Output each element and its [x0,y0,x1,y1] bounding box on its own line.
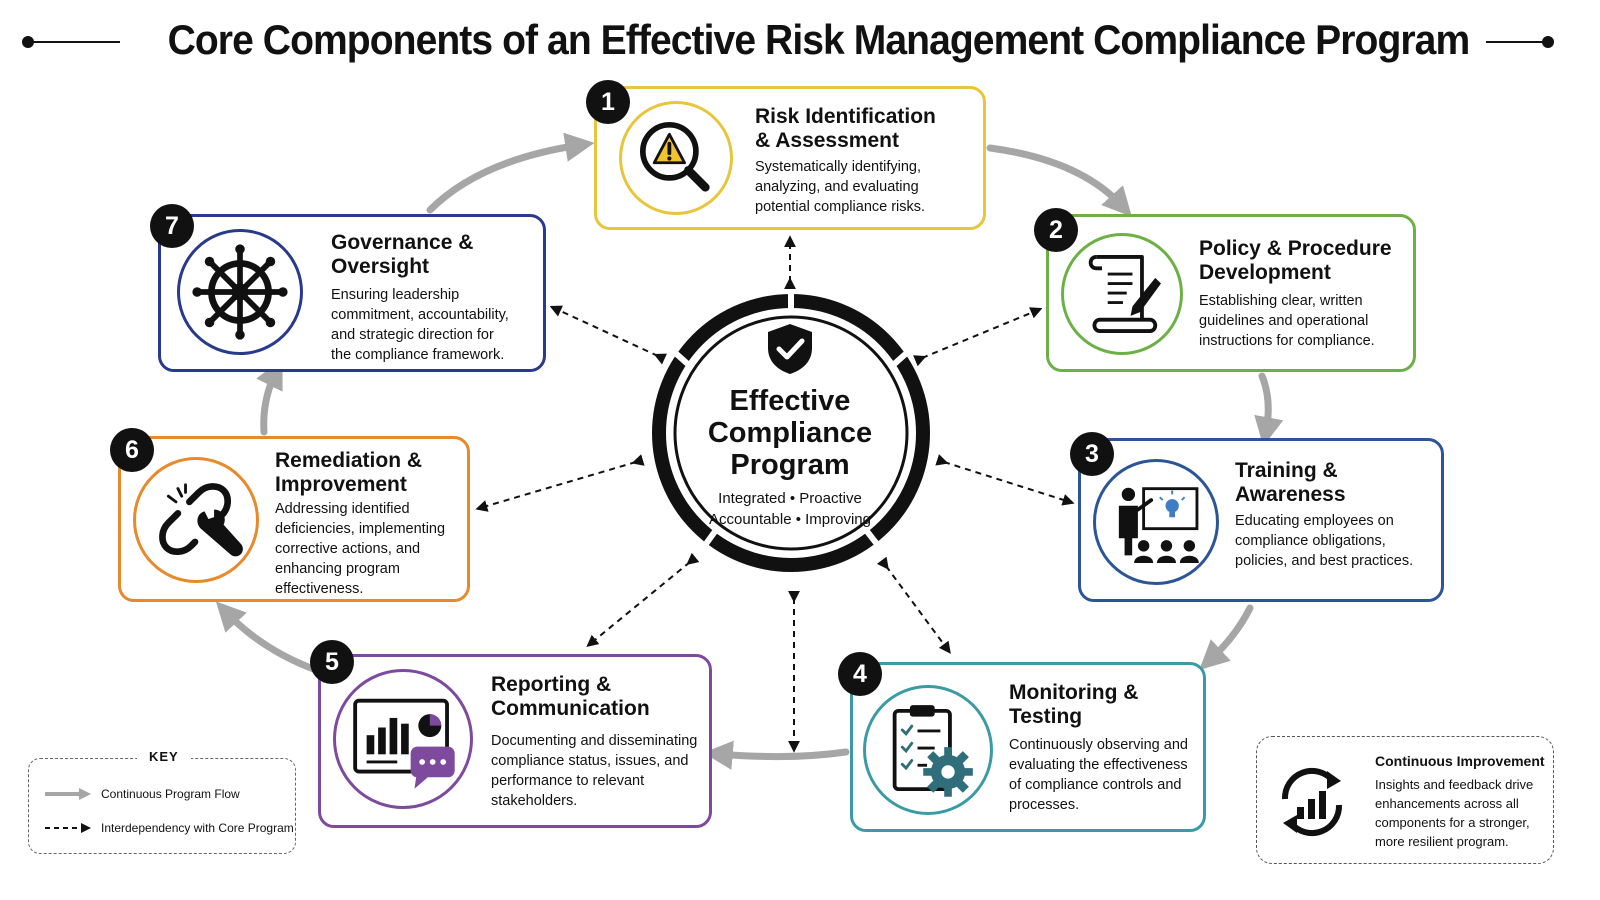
step-badge-6: 6 [110,428,154,472]
component-card-remediation-improvement: Remediation & Improvement Addressing ide… [118,436,470,602]
continuous-improvement-box: Continuous Improvement Insights and feed… [1256,736,1554,864]
continuous-improvement-title: Continuous Improvement [1375,753,1545,769]
component-card-monitoring-testing: Monitoring & Testing Continuously observ… [850,662,1206,832]
dashed-arrow-hub-7 [549,305,668,365]
dashed-arrow-hub-6 [475,454,645,512]
legend-key: KEY Continuous Program Flow Interdepende… [28,749,296,854]
component-icon-ring [177,229,303,355]
component-description: Establishing clear, written guidelines a… [1199,293,1375,349]
step-badge-2: 2 [1034,208,1078,252]
title-left-line [28,41,120,43]
step-badge-1: 1 [586,80,630,124]
flow-arrow-5-to-6 [215,601,320,674]
flow-arrow-7-to-1 [426,132,595,214]
component-title: Risk Identification & Assessment [755,105,936,152]
broken-link-wrench-icon [159,483,243,557]
component-card-reporting-communication: Reporting & Communication Documenting an… [318,654,712,828]
component-title: Remediation & Improvement [275,449,423,496]
continuous-improvement-description: Insights and feedback drive enhancements… [1375,777,1534,849]
scroll-pen-icon [1088,255,1161,333]
component-card-training-awareness: Training & Awareness Educating employees… [1078,438,1444,602]
clipboard-gear-icon [892,705,973,797]
component-icon-ring [1061,233,1183,355]
dashed-arrow-hub-3 [935,454,1075,506]
component-icon-ring [333,669,473,809]
cycle-chart-icon [1281,767,1343,837]
flow-arrow-2-to-3 [1254,372,1284,447]
flow-arrow-6-to-7 [256,358,283,436]
title-right-line [1486,41,1548,43]
legend-flow-label: Continuous Program Flow [101,787,240,801]
hub-title: Effective Compliance Program [707,385,873,481]
step-badge-5: 5 [310,640,354,684]
step-badge-3: 3 [1070,432,1114,476]
hub-ring [652,290,930,572]
dashed-arrow-hub-4 [876,556,951,654]
component-description: Systematically identifying, analyzing, a… [755,159,926,215]
component-icon-ring [1093,459,1219,585]
component-card-policy-procedure: Policy & Procedure Development Establish… [1046,214,1416,372]
step-badge-7: 7 [150,204,194,248]
component-title: Governance & Oversight [331,231,474,278]
flow-arrow-1-to-2 [986,144,1132,217]
component-card-governance-oversight: Governance & Oversight Ensuring leadersh… [158,214,546,372]
component-icon-ring [863,685,993,815]
component-description: Ensuring leadership commitment, accounta… [331,287,509,363]
legend-interdependency-label: Interdependency with Core Program [101,821,294,835]
title-row: Core Components of an Effective Risk Man… [0,12,1600,72]
dashed-arrow-hub-2 [913,307,1043,367]
component-card-risk-identification: Risk Identification & Assessment Systema… [594,86,986,230]
flow-arrows [215,132,1284,770]
flow-arrow-3-to-4 [1199,604,1254,670]
component-icon-ring [133,457,259,583]
legend-flow-arrow-icon [45,788,91,800]
presenter-icon [1118,487,1199,563]
flow-arrow-4-to-5 [703,740,850,770]
component-title: Policy & Procedure Development [1199,237,1392,284]
report-chat-icon [353,698,455,789]
legend-dashed-arrow-icon [45,823,91,833]
component-description: Addressing identified deficiencies, impl… [275,501,446,597]
component-title: Reporting & Communication [491,673,650,720]
hub-subtitle: Integrated • Proactive Accountable • Imp… [708,490,871,528]
interdependency-arrows [475,235,1075,753]
component-title: Monitoring & Testing [1009,681,1139,728]
ship-wheel-icon [192,244,288,340]
step-badge-4: 4 [838,652,882,696]
component-description: Documenting and disseminating compliance… [491,733,698,809]
component-icon-ring [619,101,733,215]
title-right-dot [1542,36,1554,48]
legend-title: KEY [137,749,191,764]
component-description: Continuously observing and evaluating th… [1009,737,1188,813]
magnifier-warning-icon [640,121,710,192]
page-title: Core Components of an Effective Risk Man… [167,16,1471,63]
component-title: Training & Awareness [1235,459,1346,506]
component-description: Educating employees on compliance obliga… [1235,513,1414,569]
shield-check-icon [768,324,812,374]
